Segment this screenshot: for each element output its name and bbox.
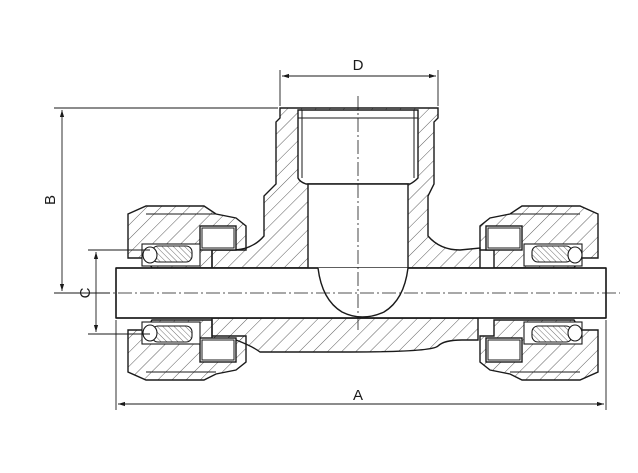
dimension-d-label: D	[353, 57, 364, 74]
right-seal-ring	[523, 243, 583, 345]
dimension-c-label: C	[77, 287, 94, 298]
dimension-a-label: A	[353, 387, 363, 404]
dimensions	[54, 70, 607, 410]
body-lower-section	[211, 317, 479, 353]
centerlines	[96, 96, 620, 330]
dimension-b-label: B	[42, 195, 59, 205]
left-seal-ring	[141, 243, 201, 345]
